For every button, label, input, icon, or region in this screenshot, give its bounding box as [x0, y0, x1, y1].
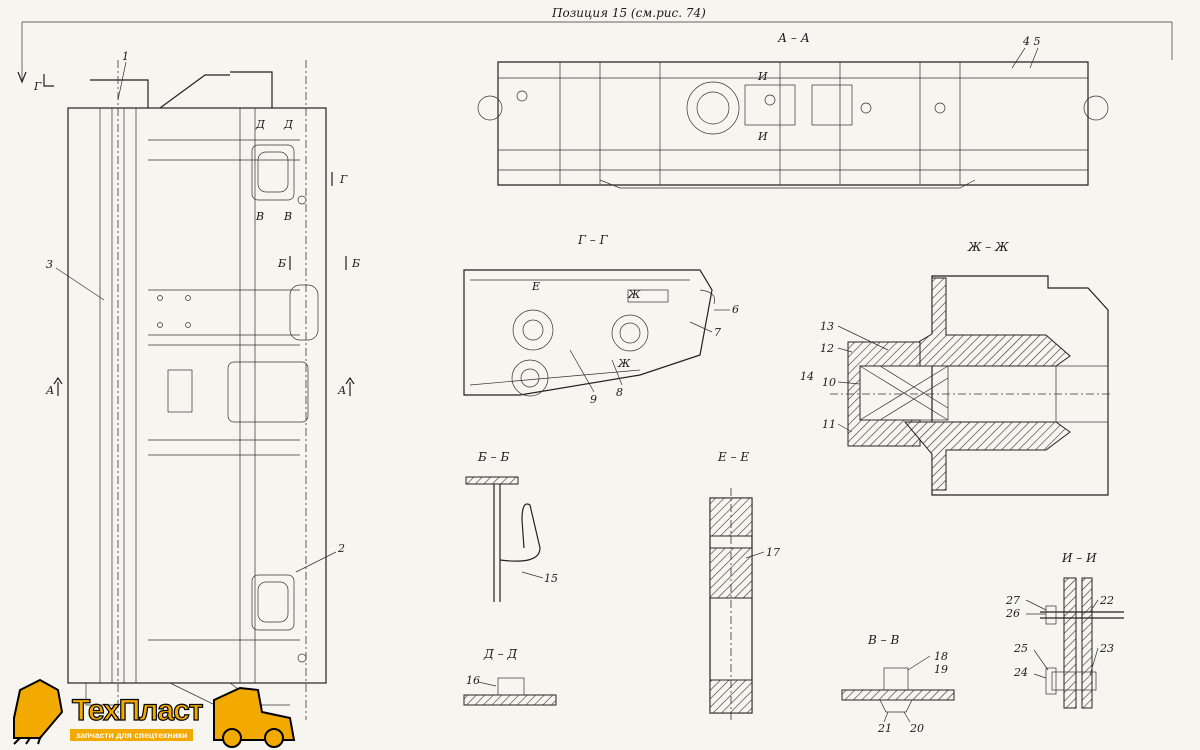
section-e-e-title: Е – Е [717, 450, 749, 464]
callout-18: 18 [934, 650, 948, 663]
section-b-b: Б – Б 15 [465, 450, 558, 602]
cut-mark-v1: В [255, 210, 264, 223]
cut-mark-b-right: Б [351, 257, 360, 270]
section-a-a-title: А – А [777, 31, 810, 45]
callout-3: 3 [46, 258, 53, 271]
section-i-i-title: И – И [1061, 551, 1097, 565]
plan-cut-marks: Г Г А А Б Б Д Д В В [33, 74, 360, 397]
brand-logo-text: ТехПласт [71, 693, 204, 727]
cut-mark-i: И [757, 70, 768, 83]
brand-tagline: запчасти для спецтехники [70, 729, 194, 741]
callout-21: 21 [877, 722, 892, 735]
callout-23: 23 [1099, 642, 1114, 655]
cut-mark-i-2: И [757, 130, 768, 143]
plan-callouts: 1 3 2 [46, 50, 345, 573]
cut-mark-a-left: А [45, 384, 54, 397]
callout-22: 22 [1099, 594, 1114, 607]
callout-26: 26 [1005, 607, 1020, 620]
callout-7: 7 [714, 326, 721, 339]
cut-mark-zh: Ж [627, 288, 641, 301]
cut-mark-a-right: А [337, 384, 346, 397]
callout-2: 2 [337, 542, 345, 555]
cut-mark-d2: Д [283, 118, 294, 131]
section-v-v-title: В – В [867, 633, 899, 647]
callout-14: 14 [800, 370, 814, 383]
cut-mark-g-left: Г [33, 80, 42, 93]
section-zh-zh-title: Ж – Ж [967, 240, 1009, 254]
section-zh-zh: Ж – Ж 13 12 14 10 11 [800, 240, 1110, 496]
callout-17: 17 [766, 546, 780, 559]
section-i-i: И – И 27 26 22 25 23 24 [1005, 551, 1124, 709]
section-v-v: В – В 18 19 21 20 [841, 633, 955, 735]
callout-4-5: 4 5 [1022, 35, 1041, 48]
callout-6: 6 [732, 303, 739, 316]
section-e-e: Е – Е 17 [709, 450, 780, 720]
position-reference-text: Позиция 15 (см.рис. 74) [551, 6, 706, 20]
callout-27: 27 [1005, 594, 1020, 607]
position-reference-line: Позиция 15 (см.рис. 74) [17, 6, 1173, 84]
callout-16: 16 [466, 674, 480, 687]
excavator-bucket-icon [13, 678, 296, 748]
cut-mark-v2: В [283, 210, 292, 223]
section-a-a: А – А 4 5 И И [477, 31, 1109, 189]
callout-20: 20 [909, 722, 924, 735]
callout-19: 19 [934, 663, 948, 676]
callout-12: 12 [820, 342, 834, 355]
section-g-g-title: Г – Г [577, 233, 609, 247]
callout-8: 8 [616, 386, 623, 399]
callout-9: 9 [590, 393, 597, 406]
cut-mark-d1: Д [255, 118, 266, 131]
callout-1: 1 [122, 50, 129, 63]
callout-24: 24 [1013, 666, 1028, 679]
section-g-g: Г – Г Е Ж Ж 6 7 8 9 [463, 233, 739, 406]
callout-15: 15 [544, 572, 558, 585]
section-d-d: Д – Д 16 [463, 647, 557, 706]
cut-mark-e: Е [531, 280, 540, 293]
cut-mark-zh-2: Ж [617, 357, 631, 370]
callout-11: 11 [822, 418, 836, 431]
callout-13: 13 [820, 320, 834, 333]
cut-mark-g-right: Г [339, 173, 348, 186]
main-frame-plan-view [67, 60, 327, 720]
callout-25: 25 [1013, 642, 1028, 655]
cut-mark-b-left: Б [277, 257, 286, 270]
section-b-b-title: Б – Б [477, 450, 509, 464]
section-d-d-title: Д – Д [483, 647, 517, 661]
callout-10: 10 [822, 376, 836, 389]
